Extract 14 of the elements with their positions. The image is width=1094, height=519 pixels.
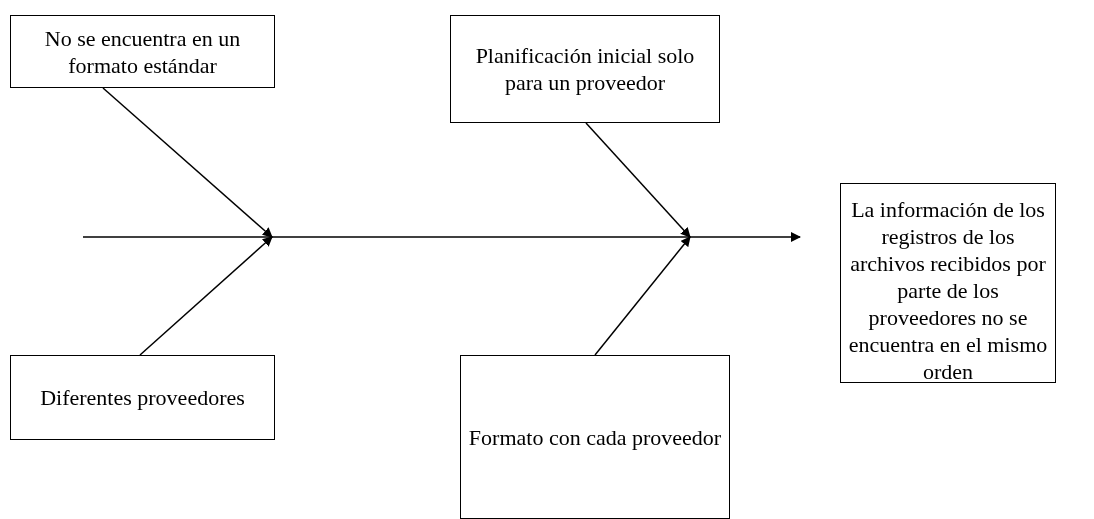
box-text: La información de los registros de los archivos recibidos por parte de los proveedores no se encuentra en el mismo orden <box>847 196 1049 385</box>
box-text: Planificación inicial solo para un proveedor <box>474 42 696 96</box>
cause-box <box>450 15 720 123</box>
box-text: Formato con cada proveedor <box>468 423 722 451</box>
box-text: Diferentes proveedores <box>40 384 245 411</box>
arrow <box>585 122 691 238</box>
box-text: No se encuentra en un formato estándar <box>43 24 242 79</box>
cause-box <box>10 15 275 88</box>
arrow <box>594 236 691 356</box>
arrow <box>82 232 801 242</box>
cause-box <box>10 355 275 440</box>
arrow <box>102 87 273 238</box>
arrow <box>139 236 273 356</box>
cause-box <box>460 355 730 519</box>
